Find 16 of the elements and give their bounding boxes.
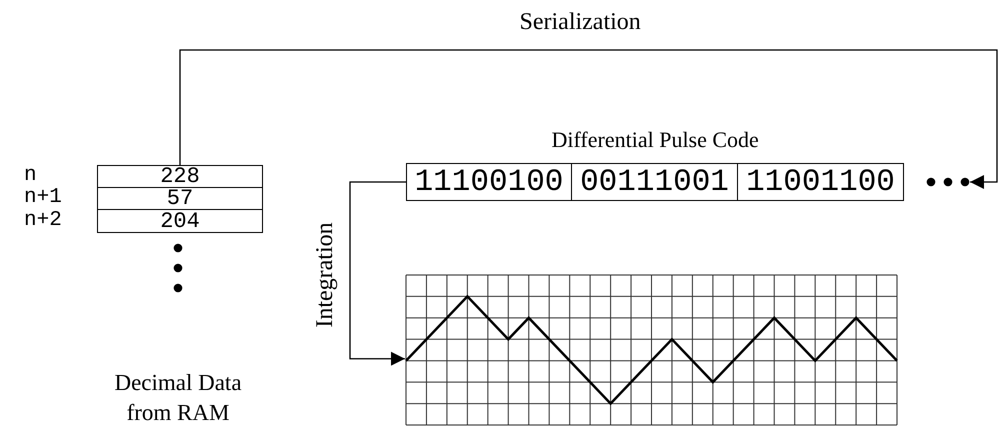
arrow [349, 181, 406, 366]
address-label: n [24, 163, 37, 188]
address-label: n+1 [24, 185, 62, 211]
bit-code-box: 00111001 [571, 163, 738, 201]
edge-label: Integration [312, 222, 338, 328]
arrow [179, 49, 998, 189]
memory-cell: 228 [97, 165, 263, 188]
edge-label: Serialization [520, 9, 641, 35]
bit-code-box: 11100100 [406, 163, 572, 201]
section-heading: Differential Pulse Code [552, 127, 759, 153]
waveform-grid-drawing [405, 274, 898, 426]
caption: Decimal Data from RAM [113, 369, 243, 427]
memory-cell: 57 [97, 187, 263, 210]
bit-code-box: 11001100 [737, 163, 904, 201]
address-label: n+2 [24, 208, 62, 234]
memory-cell: 204 [97, 209, 263, 233]
